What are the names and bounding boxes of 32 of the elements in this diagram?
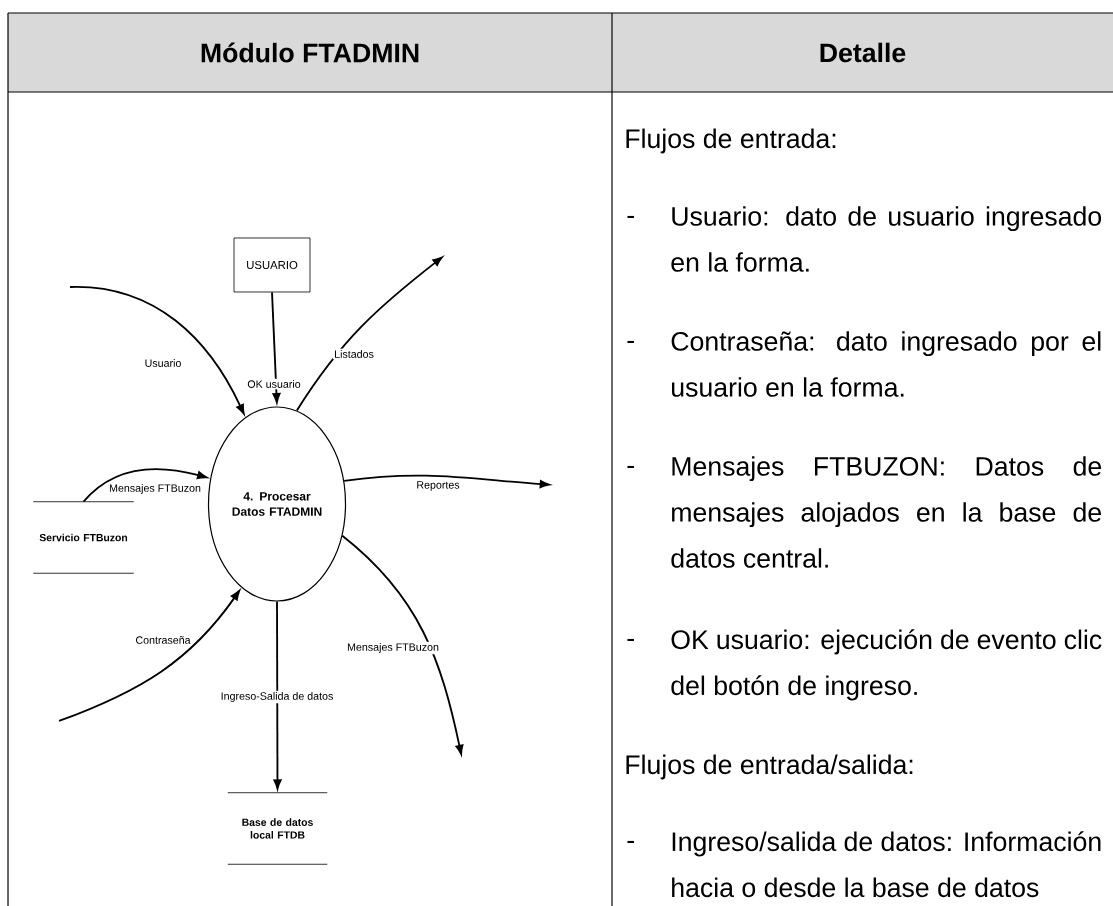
list-dash: - [627, 840, 634, 843]
arrow [295, 256, 443, 412]
arrow [69, 286, 245, 415]
arrow [82, 468, 208, 503]
list-dash: - [627, 465, 634, 468]
list-dash: - [627, 638, 634, 641]
paragraph: OK usuario: ejecución de evento clic del botón de ingreso. [671, 629, 1102, 701]
section-heading: Flujos de entrada/salida: [626, 754, 913, 780]
edge-label: OK usuario [246, 378, 302, 390]
arrow [58, 590, 241, 722]
edge-label: Usuario [143, 357, 183, 369]
paragraph: Ingreso/salida de datos: Información hacia o desde la base de datos [672, 831, 1101, 898]
paragraph: Mensajes FTBUZON: Datos de mensajes alojados en la base de datos central. [671, 456, 1102, 568]
header-cell: Módulo FTADMIN [8, 13, 612, 92]
data-store: Base de datos local FTDB [227, 792, 328, 865]
edge-label: Contraseña [134, 634, 192, 646]
data-store: Servicio FTBuzon [32, 501, 135, 574]
arrow [343, 474, 550, 489]
header-cell: Detalle [612, 13, 1113, 92]
arrow [341, 534, 464, 755]
edge-label: Listados [332, 348, 376, 360]
list-dash: - [627, 340, 634, 343]
edge-label: Ingreso-Salida de datos [219, 690, 335, 704]
paragraph: Contraseña: dato ingresado por el usuario en la forma. [671, 331, 1101, 397]
entity-box: USUARIO [233, 237, 311, 293]
edge-label: Reportes [415, 479, 461, 493]
edge-label: Mensajes FTBuzon [107, 482, 203, 496]
section-heading: Flujos de entrada: [626, 128, 836, 154]
edge-label: Mensajes FTBuzon [345, 641, 441, 655]
paragraph: Usuario: dato de usuario ingresado en la forma. [671, 206, 1102, 272]
arrow [271, 291, 281, 404]
list-dash: - [627, 215, 634, 218]
